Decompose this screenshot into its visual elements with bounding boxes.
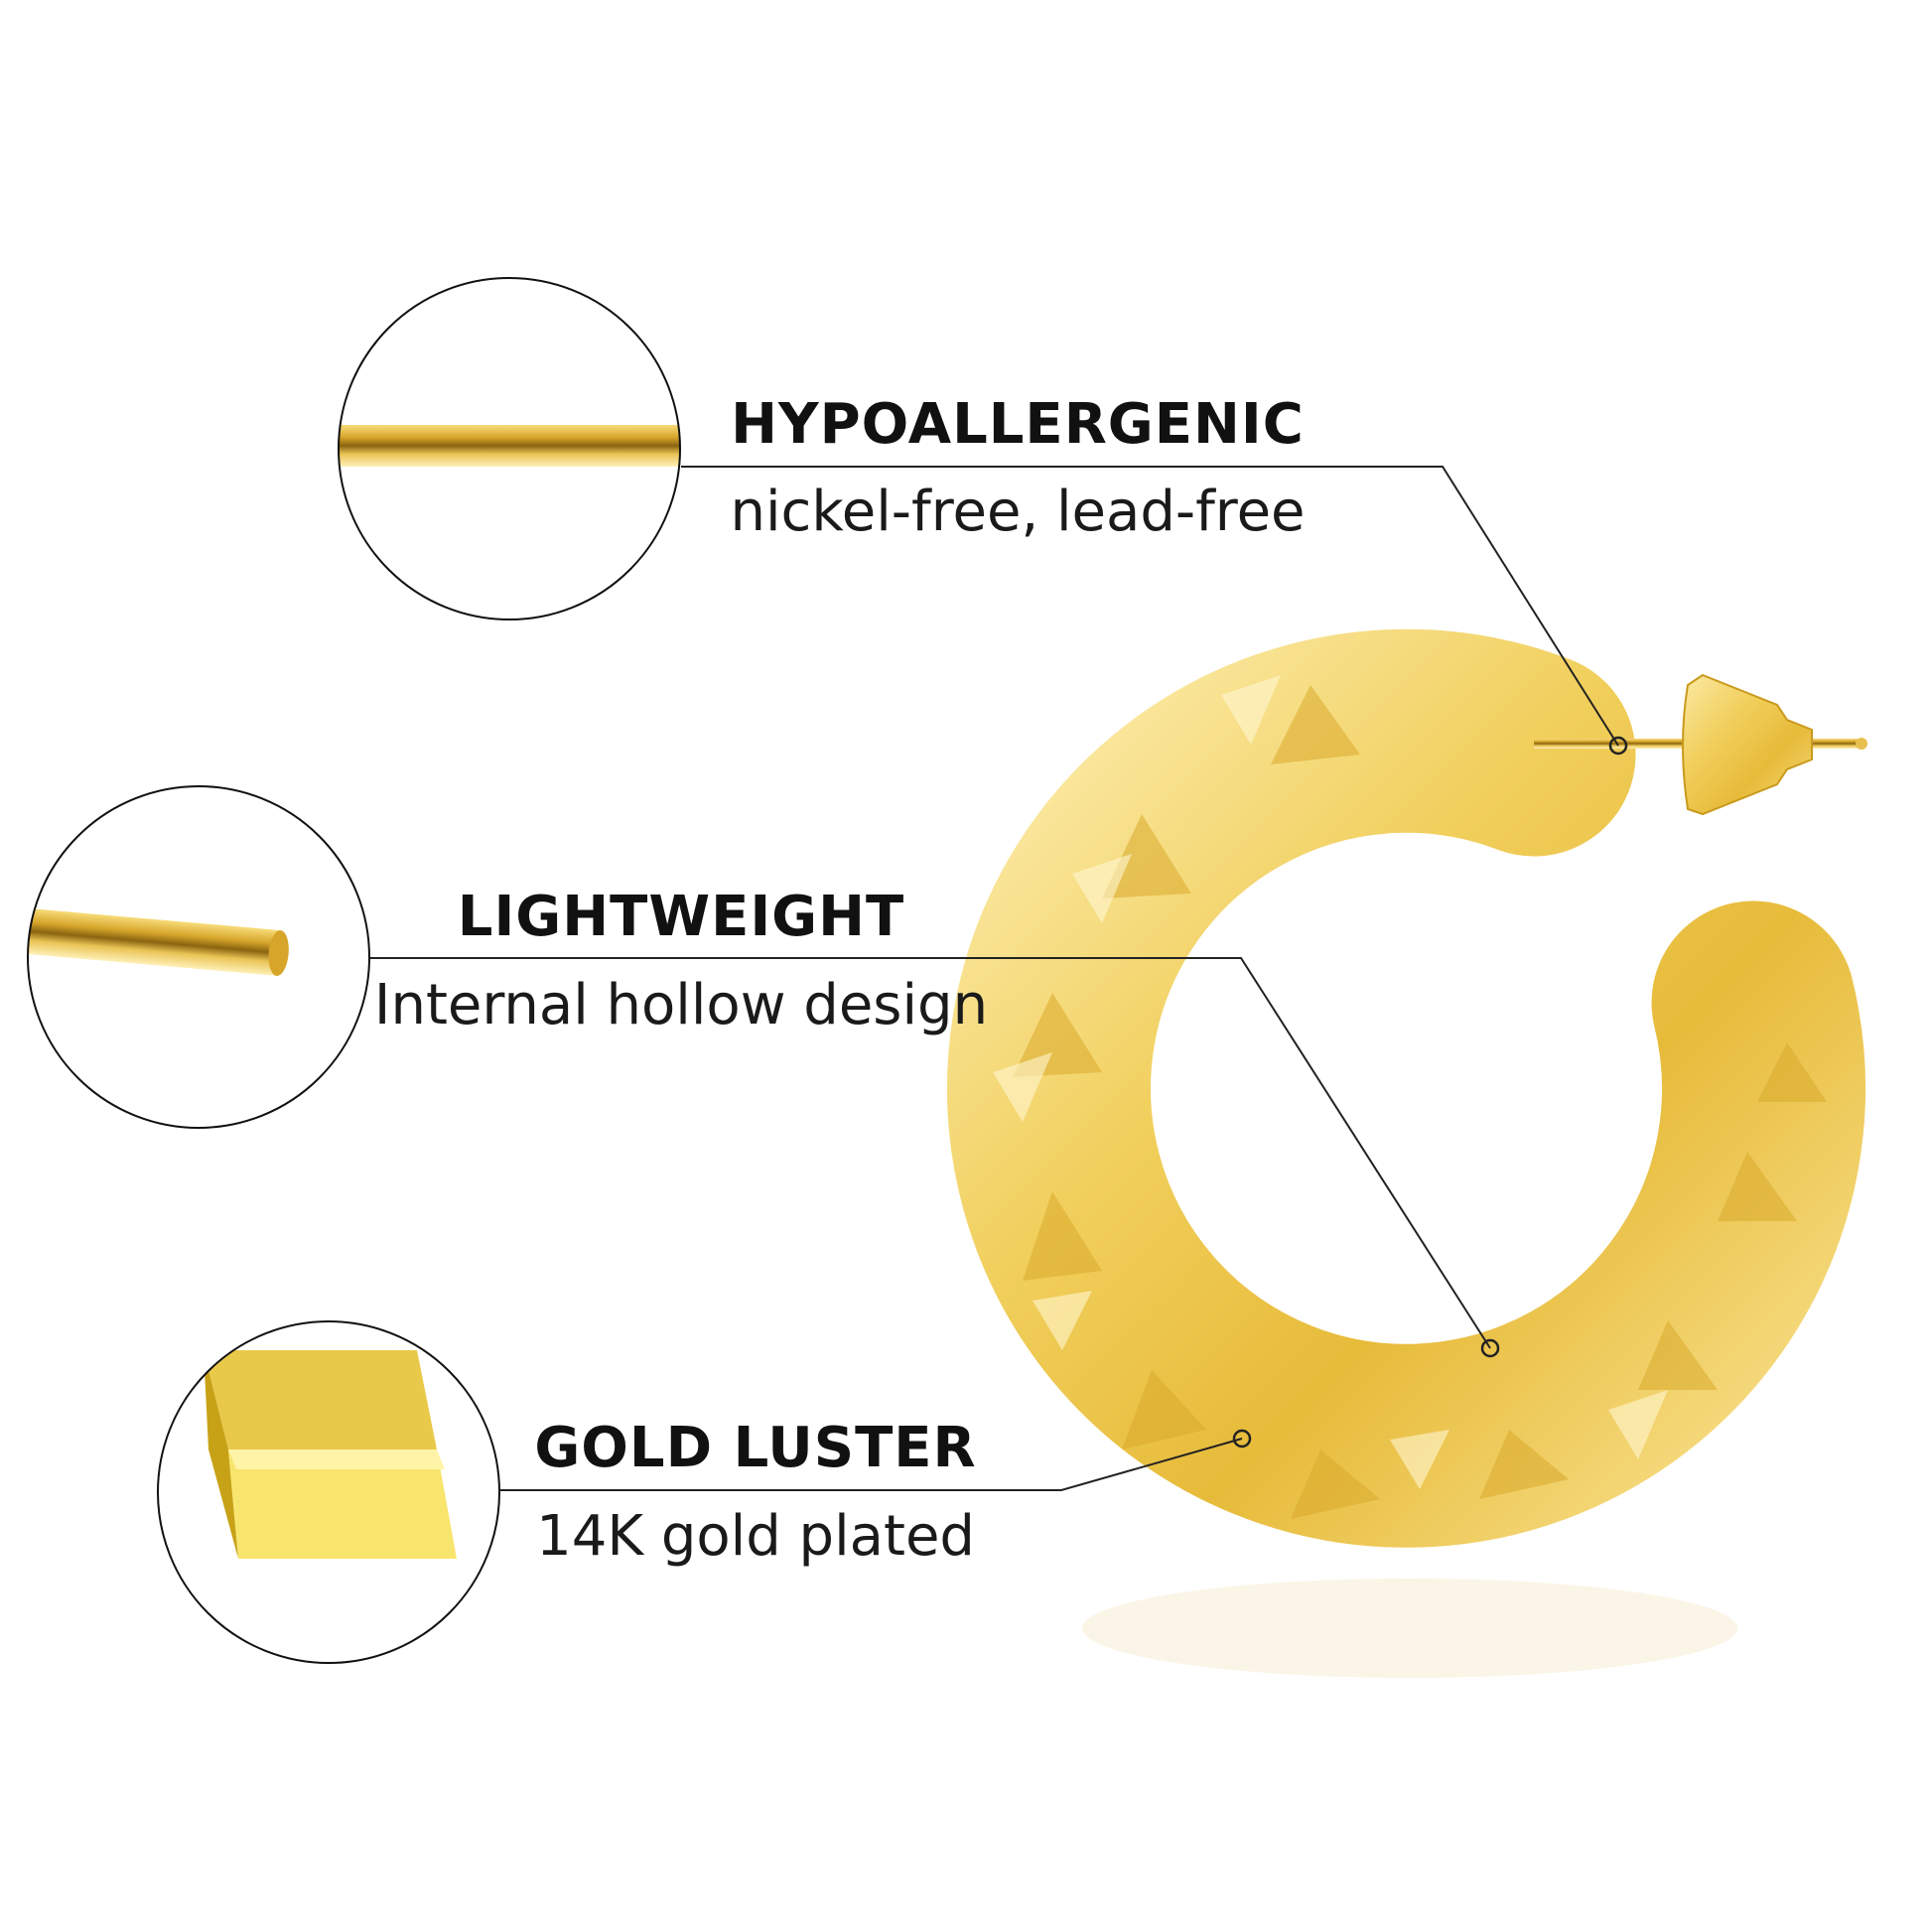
hoop-earring bbox=[947, 628, 1865, 1548]
feature-subtitle-lightweight: Internal hollow design bbox=[373, 973, 989, 1037]
inset-hollow-rod bbox=[27, 785, 370, 1129]
feature-subtitle-hypoallergenic: nickel-free, lead-free bbox=[730, 480, 1306, 544]
feature-title-hypoallergenic: HYPOALLERGENIC bbox=[731, 392, 1305, 457]
earring-post bbox=[1534, 673, 1867, 816]
callout-lines bbox=[369, 466, 1619, 1491]
feature-title-lightweight: LIGHTWEIGHT bbox=[457, 885, 905, 949]
reflection bbox=[1082, 1579, 1737, 1678]
feature-subtitle-gold-luster: 14K gold plated bbox=[536, 1504, 975, 1569]
callout-dot bbox=[1480, 1338, 1500, 1358]
feature-title-gold-luster: GOLD LUSTER bbox=[534, 1416, 977, 1480]
callout-dot bbox=[1608, 736, 1628, 756]
inset-wire-detail bbox=[338, 277, 681, 621]
inset-gold-block bbox=[157, 1320, 500, 1664]
callout-dot bbox=[1232, 1429, 1252, 1449]
